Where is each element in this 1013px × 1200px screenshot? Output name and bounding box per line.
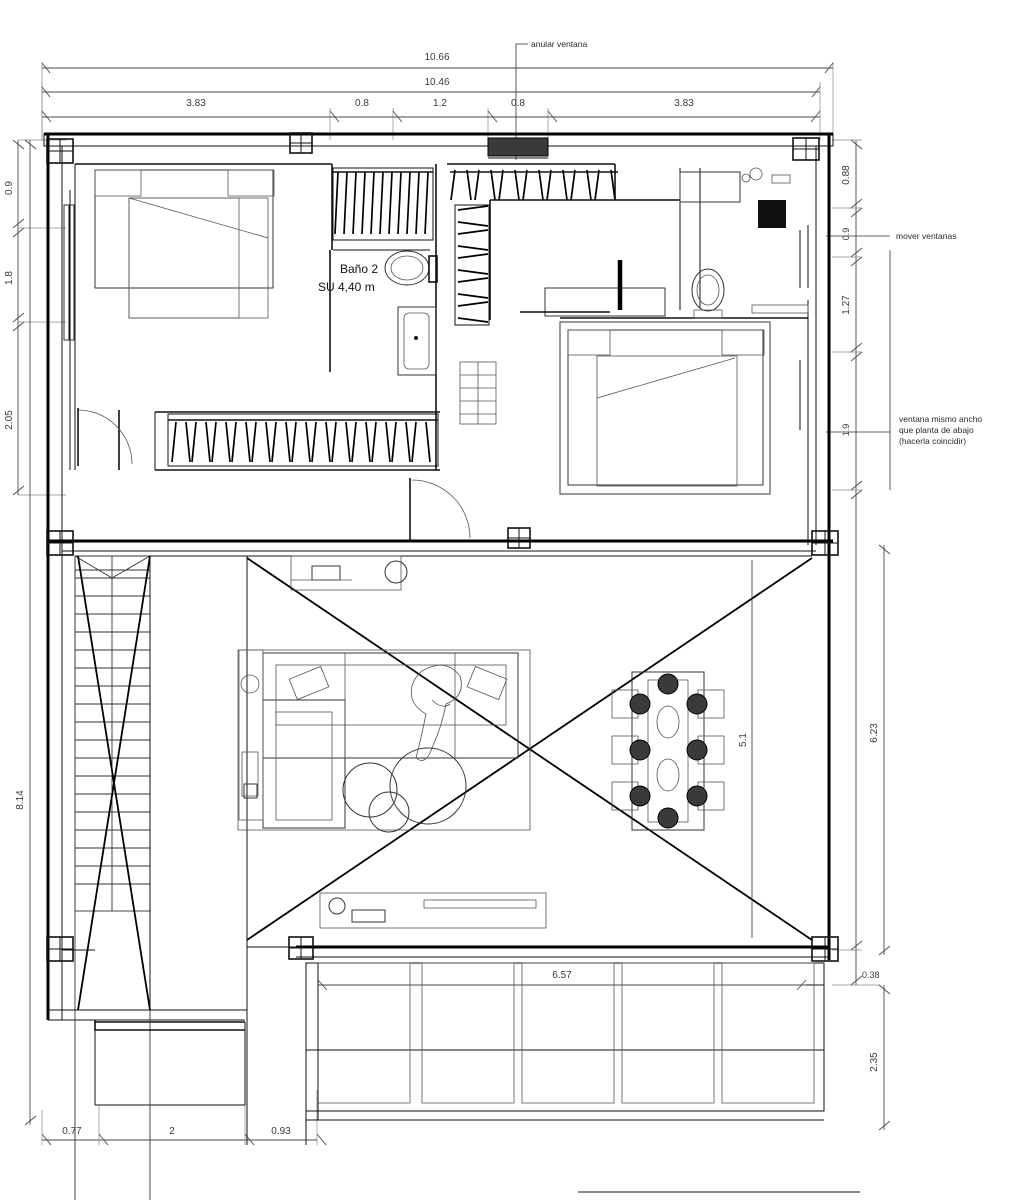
terrace-panels <box>317 962 815 1104</box>
dim-bottom-seg-2: 2 <box>169 1126 175 1137</box>
structural-columns <box>46 132 839 962</box>
dim-right-seg-4: 1.9 <box>841 424 851 437</box>
door-bedroom-left <box>77 408 133 466</box>
door-master <box>409 478 471 540</box>
dim-right-overall: 6.23 <box>869 723 880 743</box>
dim-right-seg-2: 0.9 <box>841 228 851 241</box>
void-markers <box>77 555 813 1011</box>
terrace: 6.57 <box>305 962 825 1145</box>
top-dimension-chain: 10.66 10.46 3.83 0.8 1.2 0.8 3.83 <box>41 52 834 140</box>
living-room <box>237 555 547 929</box>
annotation-anular-ventana-text: anular ventana <box>531 39 588 49</box>
throw-blanket <box>410 664 462 761</box>
sofa-cushions <box>288 665 508 701</box>
dim-interior-depth: 5.1 <box>738 733 749 747</box>
bottom-dimension-chain: 0.77 2 0.93 <box>41 1090 327 1146</box>
dining-chairs-ends <box>657 673 679 829</box>
dim-right-seg-3: 1.27 <box>841 295 852 315</box>
bed-left <box>94 169 275 319</box>
console-left-living <box>238 649 264 821</box>
dim-top-seg-2: 0.8 <box>355 98 369 109</box>
dim-bottom-seg-3: 0.93 <box>271 1126 291 1137</box>
bedroom-left <box>63 163 440 471</box>
dim-right-seg-1: 0.88 <box>841 165 852 185</box>
wardrobe-hatching-upper-left <box>332 167 434 241</box>
dining-chairs-left <box>611 689 651 811</box>
bed-master <box>559 321 771 495</box>
dim-left-seg-3: 2.05 <box>4 410 15 430</box>
room-area-bano2: SU 4,40 m <box>318 280 375 294</box>
sliding-door-left <box>63 204 75 341</box>
dim-bottom-seg-1: 0.77 <box>62 1126 82 1137</box>
dim-right-lower-1: 0.38 <box>862 970 880 980</box>
dim-left-seg-1: 0.9 <box>4 181 15 195</box>
dim-top-outer: 10.66 <box>424 52 449 63</box>
dim-top-seg-1: 3.83 <box>186 98 206 109</box>
left-dimension-chain: 0.9 1.8 2.05 8.14 <box>4 139 66 1126</box>
ensuite-fixtures <box>679 167 809 319</box>
dining-set <box>611 671 725 831</box>
lower-structure <box>48 946 296 1145</box>
interior-depth-dimension: 5.1 <box>738 560 753 938</box>
bathtub-bano2 <box>397 306 437 376</box>
console-master <box>520 260 666 317</box>
media-unit-bottom <box>319 892 547 929</box>
coffee-tables <box>342 747 467 833</box>
annotation-mover-ventanas: mover ventanas <box>826 231 956 241</box>
dining-chairs-right <box>686 689 725 811</box>
media-unit-top <box>290 555 408 591</box>
right-dimension-chain: 0.88 0.9 1.27 1.9 6.23 0.38 2.35 <box>832 139 891 1131</box>
window-dark-right-bath <box>758 200 786 228</box>
dim-left-seg-2: 1.8 <box>4 271 15 285</box>
wardrobe-hatching-lower <box>167 413 439 467</box>
wardrobe-hatching-master-top <box>450 169 618 201</box>
bathroom-2: Baño 2 SU 4,40 m <box>318 164 497 470</box>
bedroom-master <box>409 163 809 540</box>
dim-right-lower-2: 2.35 <box>869 1052 880 1072</box>
building-envelope <box>43 132 834 1106</box>
dim-interior-width: 6.57 <box>552 970 572 981</box>
wardrobe-hatching-master-left <box>454 204 490 326</box>
dim-left-overall: 8.14 <box>15 790 26 810</box>
annotation-ventana-ancho: ventana mismo ancho que planta de abajo … <box>826 250 982 490</box>
dim-top-seg-5: 3.83 <box>674 98 694 109</box>
room-label-bano2: Baño 2 <box>340 262 378 276</box>
staircase <box>74 555 151 1200</box>
annotation-ventana-ancho-line2: que planta de abajo <box>899 425 974 435</box>
annotation-mover-ventanas-text: mover ventanas <box>896 231 956 241</box>
dim-top-second: 10.46 <box>424 77 449 88</box>
dim-top-seg-4: 0.8 <box>511 98 525 109</box>
window-anular <box>487 137 549 159</box>
tile-grid-bano2 <box>459 361 497 425</box>
annotation-ventana-ancho-line1: ventana mismo ancho <box>899 414 982 424</box>
annotation-ventana-ancho-line3: (hacerla coincidir) <box>899 436 966 446</box>
right-wall-openings <box>799 225 809 520</box>
annotation-anular-ventana: anular ventana <box>515 39 588 160</box>
toilet-bano2 <box>384 250 438 286</box>
dim-top-seg-3: 1.2 <box>433 98 447 109</box>
